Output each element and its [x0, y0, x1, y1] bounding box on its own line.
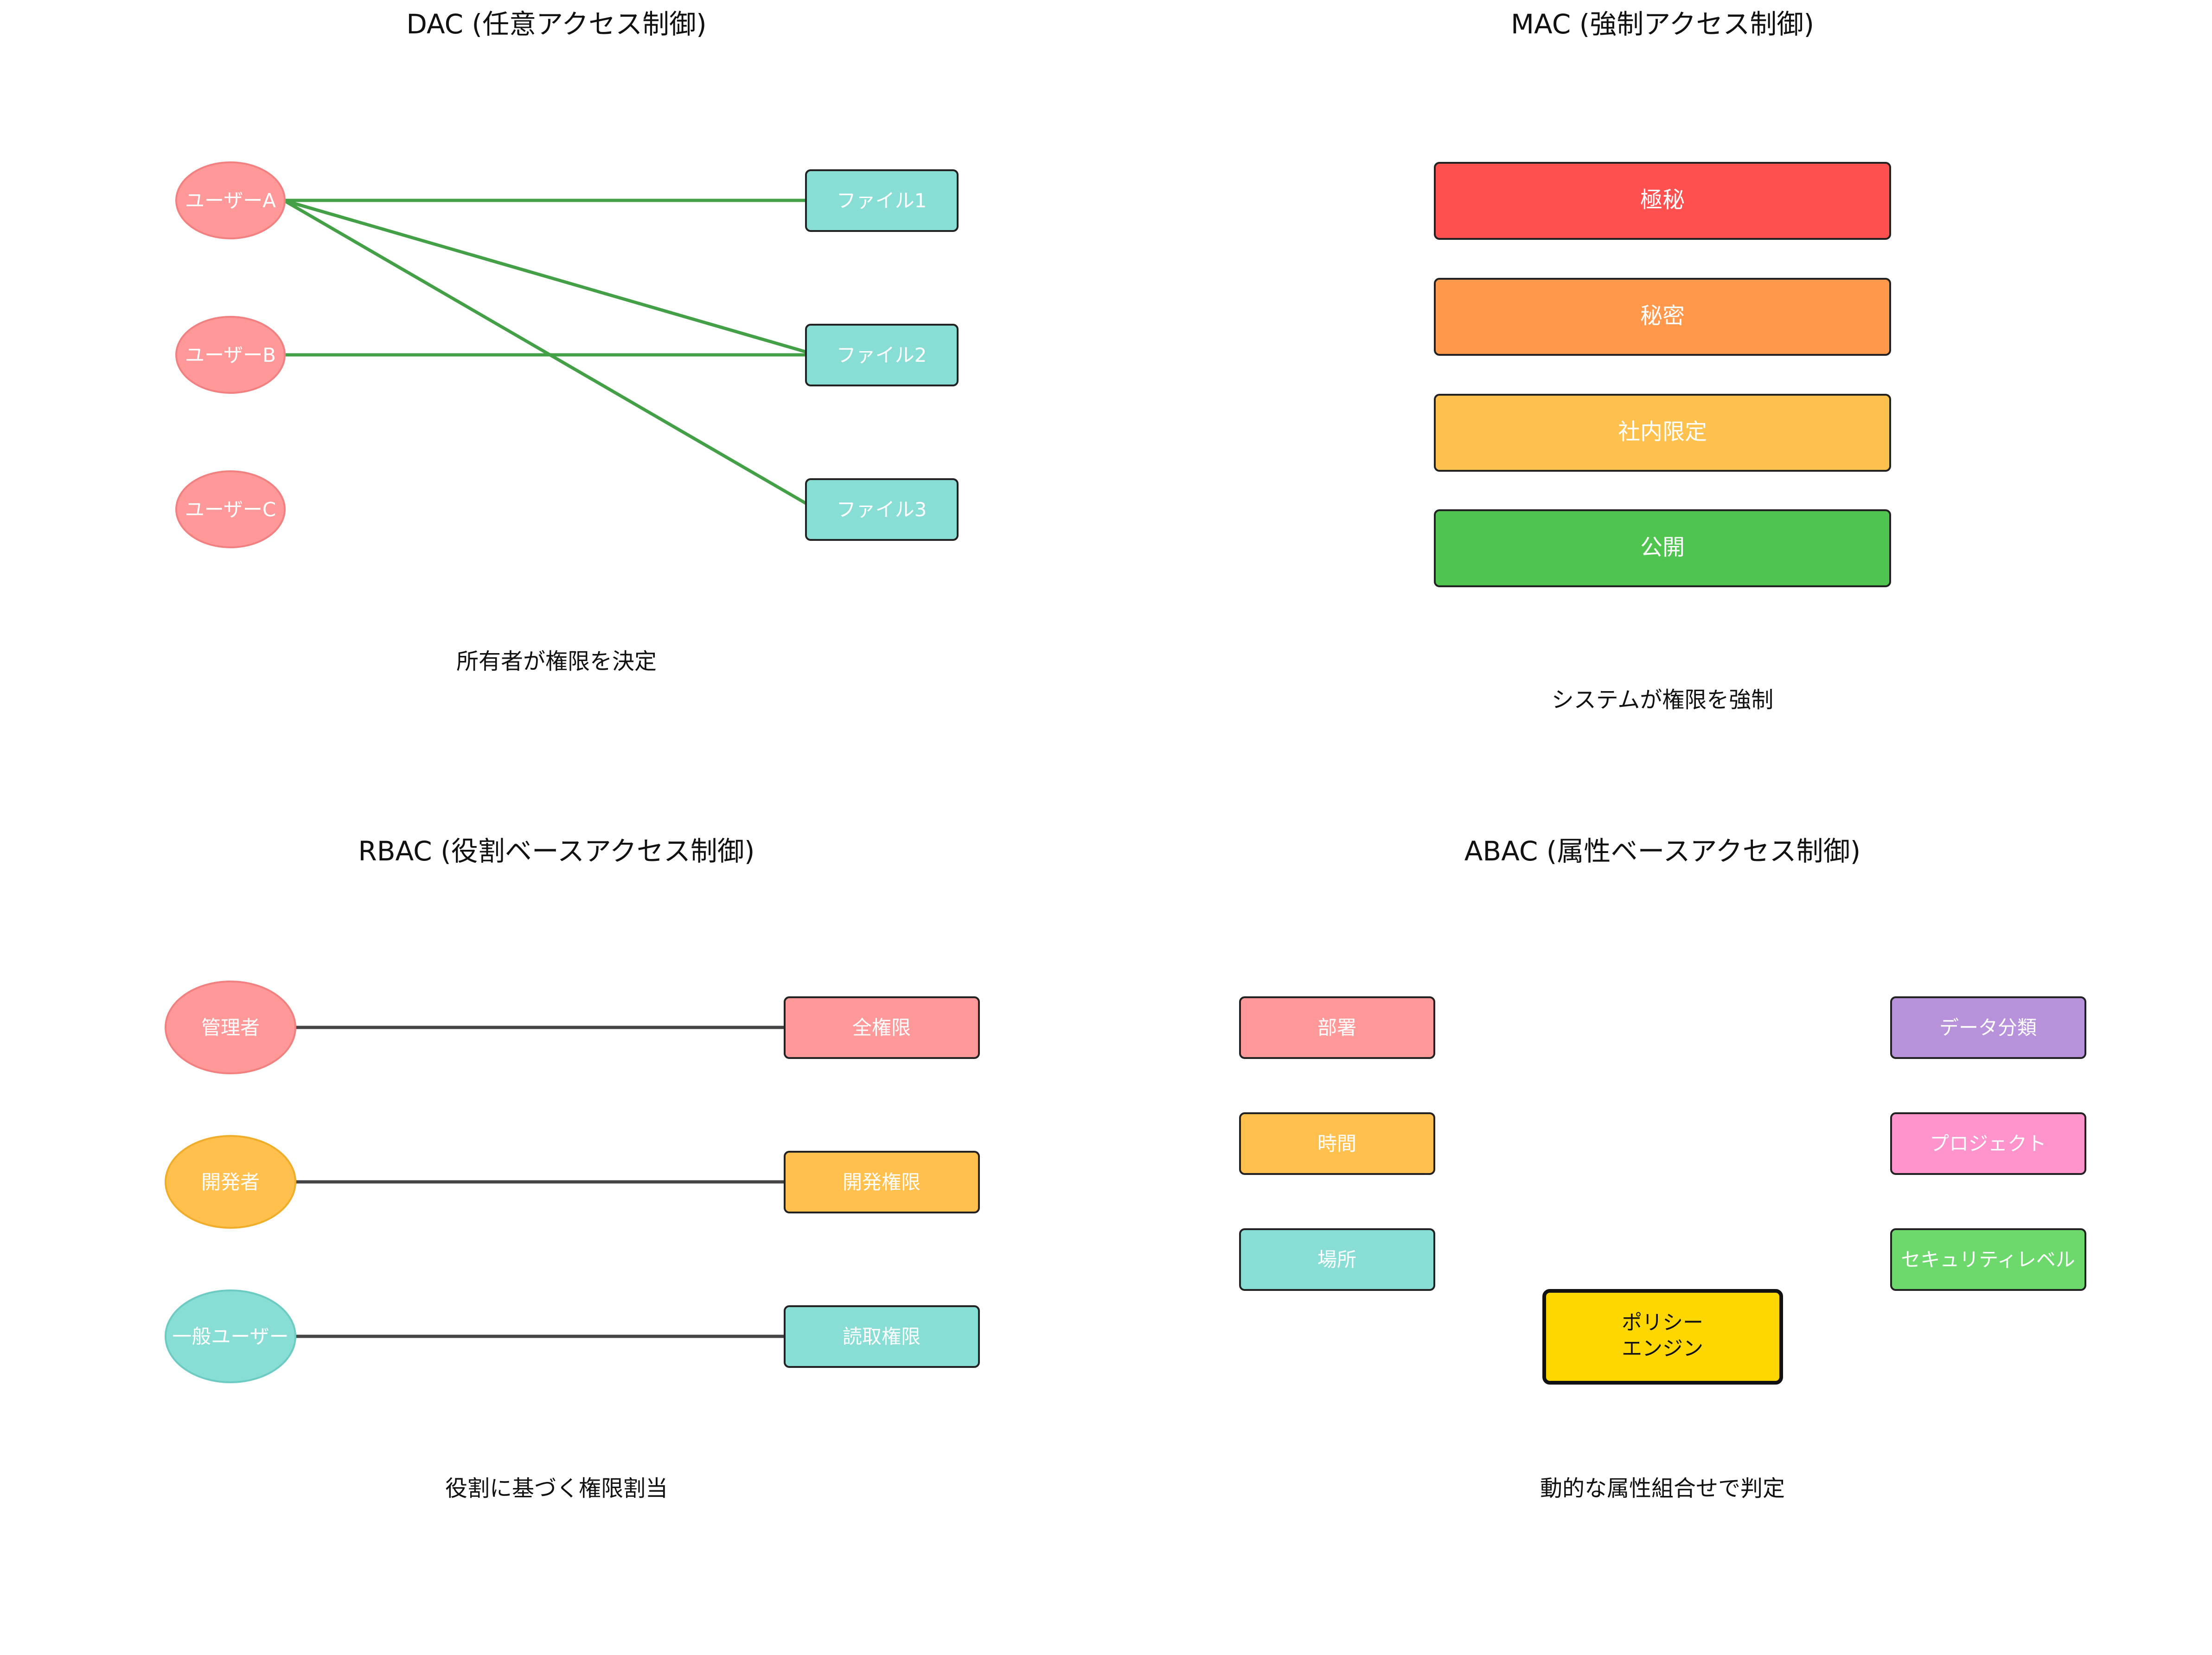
dac-user-c: ユーザーC [175, 470, 286, 548]
dac-panel: DAC (任意アクセス制御) ユーザーA ユーザーB ユーザーC ファイル1 フ… [175, 8, 959, 674]
abac-attr-project: プロジェクト [1890, 1112, 2086, 1175]
mac-level-internal: 社内限定 [1434, 394, 1891, 472]
rbac-links [294, 1026, 797, 1338]
dac-file-2: ファイル2 [805, 324, 959, 386]
policy-engine-line2: エンジン [1622, 1337, 1703, 1360]
abac-policy-engine: ポリシー エンジン [1542, 1289, 1783, 1385]
rbac-role-label: 開発者 [201, 1171, 260, 1193]
abac-attr-data-classification: データ分類 [1890, 996, 2086, 1059]
dac-user-a: ユーザーA [175, 161, 286, 239]
mac-panel: MAC (強制アクセス制御) 極秘 秘密 社内限定 公開 システムが権限を強制 [1434, 8, 1891, 713]
abac-attr-location: 場所 [1239, 1228, 1435, 1291]
rbac-permission-all: 全権限 [784, 996, 980, 1059]
rbac-caption: 役割に基づく権限割当 [445, 1475, 668, 1501]
rbac-permission-label: 開発権限 [843, 1171, 921, 1193]
abac-attr-label: プロジェクト [1930, 1132, 2046, 1155]
dac-link-usera-file2 [283, 199, 817, 357]
mac-caption: システムが権限を強制 [1552, 687, 1774, 713]
rbac-panel: RBAC (役割ベースアクセス制御) 管理者 開発者 一般ユーザー 全権限 開発… [165, 835, 980, 1501]
rbac-permission-label: 全権限 [852, 1016, 911, 1039]
mac-level-label: 秘密 [1640, 303, 1685, 329]
mac-level-public: 公開 [1434, 509, 1891, 587]
abac-title: ABAC (属性ベースアクセス制御) [1464, 835, 1861, 867]
dac-file-label: ファイル1 [837, 189, 927, 212]
dac-user-label: ユーザーB [185, 344, 276, 366]
dac-user-label: ユーザーC [185, 498, 276, 521]
rbac-role-developer: 開発者 [165, 1135, 296, 1229]
mac-level-label: 公開 [1640, 534, 1685, 560]
mac-level-secret: 秘密 [1434, 278, 1891, 356]
abac-attr-department: 部署 [1239, 996, 1435, 1059]
rbac-title: RBAC (役割ベースアクセス制御) [358, 835, 754, 867]
rbac-permission-read: 読取権限 [784, 1305, 980, 1368]
dac-file-1: ファイル1 [805, 169, 959, 232]
dac-user-b: ユーザーB [175, 316, 286, 394]
dac-file-label: ファイル2 [837, 344, 927, 366]
rbac-role-label: 一般ユーザー [172, 1325, 288, 1348]
dac-file-3: ファイル3 [805, 478, 959, 541]
abac-attr-label: 部署 [1317, 1016, 1356, 1039]
dac-file-label: ファイル3 [837, 498, 927, 521]
dac-user-label: ユーザーA [185, 189, 276, 212]
rbac-permission-label: 読取権限 [843, 1325, 921, 1348]
abac-attr-time: 時間 [1239, 1112, 1435, 1175]
abac-attr-label: セキュリティレベル [1901, 1248, 2075, 1271]
rbac-permission-dev: 開発権限 [784, 1151, 980, 1213]
abac-caption: 動的な属性組合せで判定 [1540, 1475, 1785, 1501]
dac-caption: 所有者が権限を決定 [456, 648, 657, 674]
rbac-role-general: 一般ユーザー [165, 1289, 296, 1383]
abac-attr-label: データ分類 [1939, 1016, 2037, 1039]
mac-level-label: 社内限定 [1618, 419, 1707, 445]
dac-links [283, 199, 817, 511]
mac-title: MAC (強制アクセス制御) [1511, 8, 1814, 40]
abac-attr-label: 時間 [1317, 1132, 1356, 1155]
mac-level-top-secret: 極秘 [1434, 162, 1891, 240]
dac-title: DAC (任意アクセス制御) [406, 8, 707, 40]
abac-attr-security-level: セキュリティレベル [1890, 1228, 2086, 1291]
rbac-role-admin: 管理者 [165, 981, 296, 1074]
mac-level-label: 極秘 [1640, 187, 1685, 213]
abac-attr-label: 場所 [1317, 1248, 1356, 1271]
policy-engine-line1: ポリシー [1622, 1311, 1703, 1334]
rbac-role-label: 管理者 [201, 1016, 260, 1039]
abac-panel: ABAC (属性ベースアクセス制御) 部署 時間 場所 データ分類 プロジェクト… [1239, 835, 2086, 1501]
